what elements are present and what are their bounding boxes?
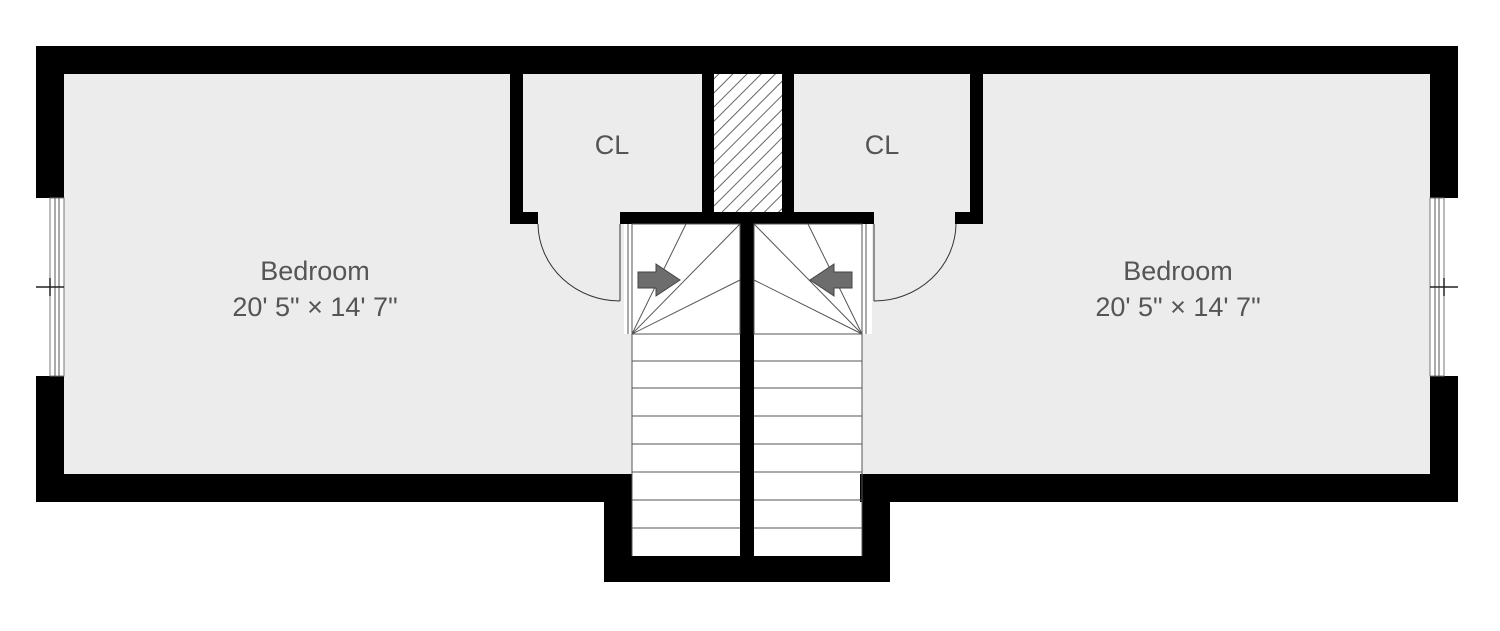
stair-treads-right (754, 334, 863, 556)
wall-bottom-left (36, 474, 632, 502)
bedroom-right-dimensions: 20' 5" × 14' 7" (1095, 292, 1260, 322)
wall-right-upper (1430, 46, 1458, 198)
wall-stair-bottom (604, 556, 890, 582)
wall-closet-left-outer (510, 74, 523, 224)
stair-treads-left (631, 334, 740, 556)
door-closet-left (537, 223, 621, 302)
bedroom-right-name: Bedroom (1123, 256, 1233, 286)
bedroom-left-dimensions: 20' 5" × 14' 7" (232, 292, 397, 322)
closet-right-floor (793, 74, 970, 214)
window-left (36, 197, 65, 377)
wall-closet-left-stub (510, 212, 538, 224)
wall-closet-right-outer (970, 74, 983, 224)
closet-right-name: CL (865, 130, 900, 160)
chimney-hatch (714, 74, 782, 214)
wall-stair-divider (740, 222, 754, 558)
wall-landing-top (620, 212, 874, 224)
wall-bottom-right (860, 474, 1458, 502)
closet-left-name: CL (595, 130, 630, 160)
wall-closet-right-stub (955, 212, 983, 224)
door-closet-right (873, 223, 957, 302)
bedroom-left-name: Bedroom (260, 256, 370, 286)
closet-left-floor (523, 74, 703, 214)
walls (36, 46, 1458, 582)
stair-arrow-right-icon (809, 263, 853, 297)
wall-left-upper (36, 46, 64, 198)
stair-arrow-left-icon (637, 263, 681, 297)
wall-top (36, 46, 1458, 74)
window-right (1429, 197, 1458, 377)
wall-chimney-left (702, 74, 714, 224)
wall-chimney-right (782, 74, 794, 224)
